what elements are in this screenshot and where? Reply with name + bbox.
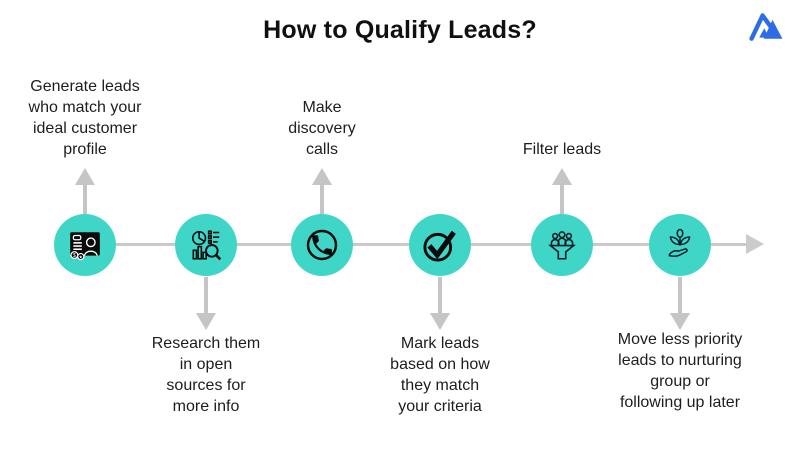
arrow-stem [320,182,324,215]
page-title: How to Qualify Leads? [263,16,537,44]
arrow-up-icon [312,168,332,185]
arrow-down-step-4 [430,277,450,330]
svg-text:★: ★ [79,255,83,260]
arrow-up-icon [552,168,572,185]
step-5-label: Filter leads [522,141,602,158]
arrow-up-step-5 [552,168,572,215]
phone-call-icon [306,229,338,261]
timeline-arrowhead-icon [746,234,764,254]
step-6-label: Move less priority leads to nurturing gr… [617,331,743,411]
arrow-down-step-6 [670,277,690,330]
arrow-stem [678,277,682,316]
arrow-up-step-3 [312,168,332,215]
arrow-down-icon [430,313,450,330]
mountain-brand-logo [748,10,786,42]
step-4-label: Mark leads based on how they match your … [390,335,490,415]
step-3-circle [291,214,353,276]
step-2-circle [175,214,237,276]
step-5-circle [531,214,593,276]
arrow-stem [83,182,87,215]
funnel-people-icon [548,231,576,260]
svg-text:$: $ [73,253,76,259]
step-6-circle [649,214,711,276]
step-1-circle: $ ★ [54,214,116,276]
arrow-down-icon [670,313,690,330]
research-analytics-icon [191,230,222,261]
step-3-label: Make discovery calls [288,99,356,158]
hand-plant-icon [668,228,691,258]
arrow-stem [204,277,208,316]
customer-profile-card-icon: $ ★ [70,232,100,261]
arrow-stem [438,277,442,316]
arrow-up-icon [75,168,95,185]
step-2-label: Research them in open sources for more i… [151,335,261,415]
arrow-down-step-2 [196,277,216,330]
step-4-circle [409,214,471,276]
arrow-up-step-1 [75,168,95,215]
checkmark-icon [423,230,456,262]
arrow-stem [560,182,564,215]
arrow-down-icon [196,313,216,330]
mountain-logo-icon [749,13,783,41]
step-1-label: Generate leads who match your ideal cust… [28,78,142,158]
